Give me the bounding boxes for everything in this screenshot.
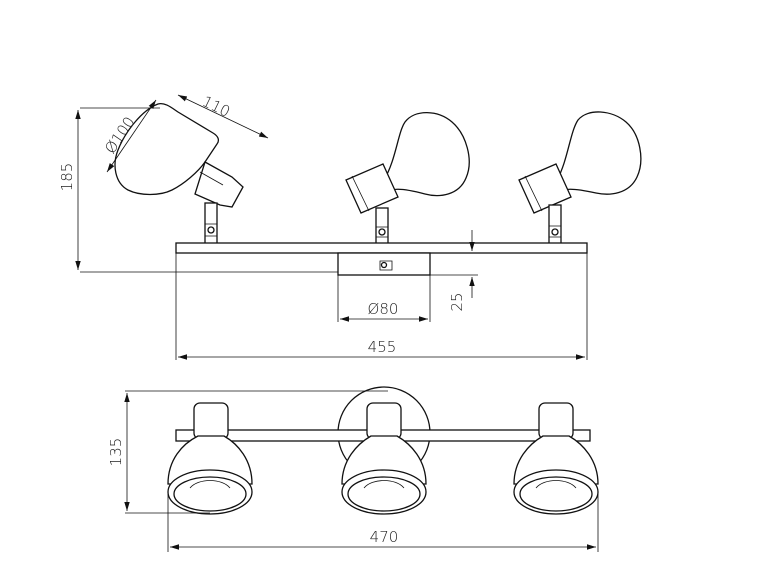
front-spot-middle xyxy=(341,402,427,515)
side-spot-right xyxy=(518,111,642,246)
dim-base-diameter: Ø80 xyxy=(368,300,399,318)
dim-height-front: 135 xyxy=(107,438,125,467)
side-view: 110 Ø100 185 Ø80 25 455 xyxy=(58,92,642,360)
dim-width-front: 470 xyxy=(370,528,399,546)
front-spot-left xyxy=(167,402,253,515)
dim-base-depth: 25 xyxy=(448,292,466,311)
side-rail xyxy=(175,242,588,254)
front-view: 135 470 xyxy=(107,386,599,552)
dim-height-side: 185 xyxy=(58,163,76,192)
side-spot-middle xyxy=(345,111,470,247)
side-base-plate xyxy=(337,252,431,276)
dim-width-side: 455 xyxy=(368,338,397,356)
dim-shade-length: 110 xyxy=(199,92,233,121)
front-spot-right xyxy=(513,402,599,515)
